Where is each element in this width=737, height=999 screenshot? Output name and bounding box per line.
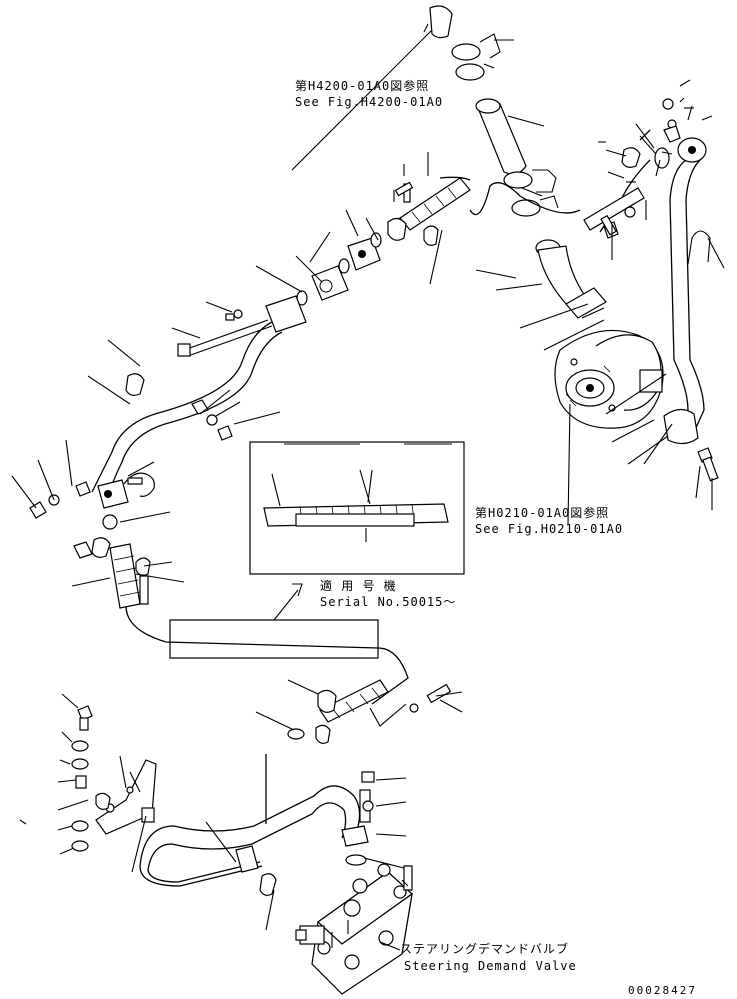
u-bolt: [687, 230, 711, 265]
right-pipe-group: [654, 98, 719, 482]
pipe-flange: [265, 295, 307, 333]
valve-label-jp: ステアリングデマンドバルブ: [400, 941, 569, 956]
pipe-flange: [565, 287, 607, 319]
hose-clamp: [503, 171, 533, 189]
valve-label-en: Steering Demand Valve: [404, 959, 577, 973]
ref-top-label-en: See Fig.H4200-01A0: [295, 95, 443, 109]
hose-clamp: [451, 43, 481, 61]
hydraulic-pump: [554, 329, 664, 429]
drawing-number: 00028427: [628, 984, 697, 997]
arrow: [273, 583, 303, 621]
serial-inset: [249, 441, 465, 621]
ref-top-label-jp: 第H4200-01A0図参照: [295, 78, 429, 93]
mounting-bracket: [95, 759, 157, 835]
leader-lines: [11, 23, 725, 951]
serial-label-en: Serial No.50015～: [320, 595, 456, 609]
left-upper-pipe-group: [29, 177, 471, 519]
lower-pipe-group: [71, 679, 452, 896]
steering-demand-valve: [295, 863, 413, 995]
middle-pipe-group: [439, 129, 651, 239]
serial-label-jp: 適 用 号 機: [320, 578, 397, 593]
hose-fitting: [583, 187, 645, 231]
ref-pump-label-jp: 第H0210-01A0図参照: [475, 505, 609, 520]
top-hose-group: [429, 5, 607, 319]
ref-pump-label-en: See Fig.H0210-01A0: [475, 522, 623, 536]
pipe-flange: [235, 845, 259, 873]
hose-fitting: [399, 177, 471, 231]
pipe-clamp-block: [663, 408, 699, 445]
hose-clamp: [511, 199, 541, 217]
elbow-fitting: [429, 5, 453, 39]
hose-fitting: [319, 679, 389, 723]
pipe-flange: [97, 479, 129, 509]
u-bolt: [123, 472, 155, 497]
center-hose-group: [73, 514, 409, 705]
hose-fitting: [109, 543, 141, 609]
pipe-flange: [341, 825, 369, 847]
hose-clamp: [455, 63, 485, 81]
